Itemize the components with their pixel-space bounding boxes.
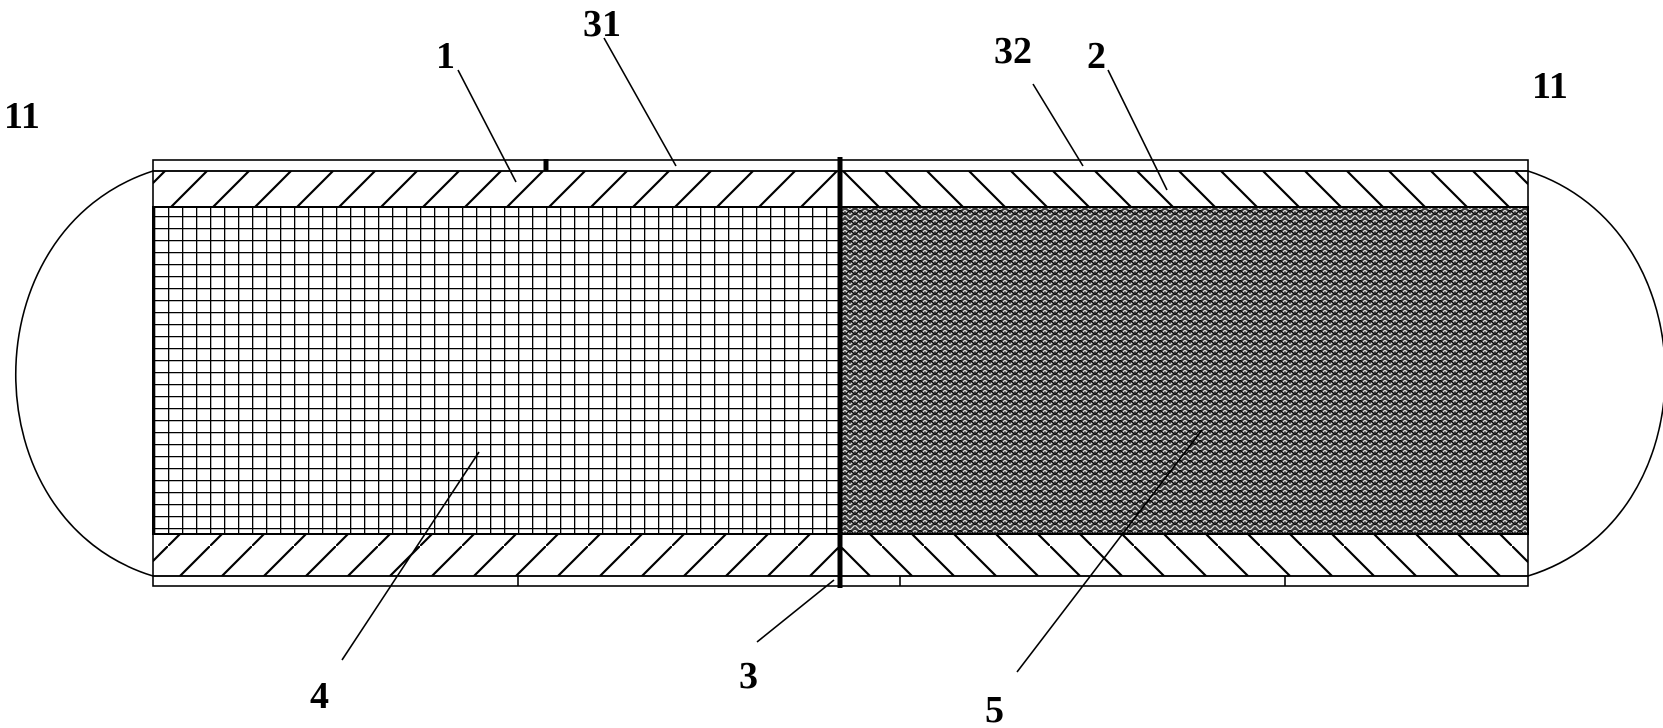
core-left-grid [152,206,841,535]
leader-cover-right [1032,83,1084,167]
end-cap-right [1527,170,1663,577]
label-end-cap-right: 11 [1532,65,1568,107]
label-end-cap-left: 11 [4,95,40,137]
label-core-right: 5 [985,689,1004,728]
leader-core-right [1016,429,1203,673]
core-right-weave [839,206,1529,535]
leader-sleeve-left [457,69,517,183]
leader-core-left [341,451,480,661]
label-cover-right: 32 [994,30,1032,72]
label-divider: 3 [739,655,758,697]
label-core-left: 4 [310,675,329,717]
end-cap-left [14,170,154,577]
leader-sleeve-right [1107,69,1168,191]
leader-cover-left [603,37,677,167]
label-cover-left: 31 [583,3,621,45]
sleeve-right-top [839,170,1529,208]
sleeve-left-bottom [152,533,841,577]
label-sleeve-left: 1 [436,35,455,77]
leader-divider [756,579,835,643]
label-sleeve-right: 2 [1087,35,1106,77]
sleeve-left-top [152,170,841,208]
sleeve-right-bottom [839,533,1529,577]
